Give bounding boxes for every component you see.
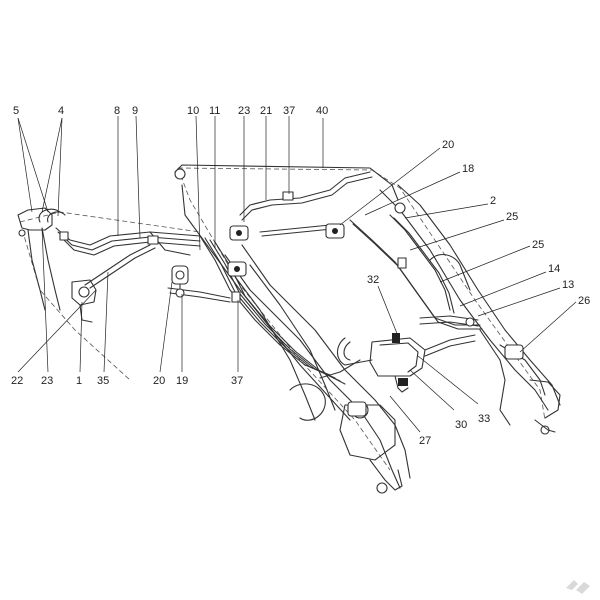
callout-23-top: 23: [238, 105, 250, 117]
callout-13: 13: [562, 279, 574, 291]
callout-32: 32: [367, 274, 379, 286]
callout-9: 9: [132, 105, 138, 117]
leader-lines: [17, 115, 577, 433]
callout-1: 1: [76, 375, 82, 387]
callout-14: 14: [548, 263, 560, 275]
fittings: [171, 168, 524, 417]
callout-37-bottom: 37: [231, 375, 243, 387]
callout-40: 40: [316, 105, 328, 117]
callout-20-bottom: 20: [153, 375, 165, 387]
control-valve-block: [319, 333, 476, 393]
callout-10: 10: [187, 105, 199, 117]
callout-8: 8: [114, 105, 120, 117]
callout-4: 4: [58, 105, 64, 117]
callout-11: 11: [209, 105, 220, 117]
callout-35: 35: [97, 375, 109, 387]
left-mount-assembly: [17, 207, 97, 323]
callout-2: 2: [490, 195, 496, 207]
callout-37-top: 37: [283, 105, 295, 117]
callout-26: 26: [578, 295, 590, 307]
callout-30: 30: [455, 419, 467, 431]
callout-5: 5: [13, 105, 19, 117]
right-boom-arm: [379, 184, 561, 435]
callout-20-right: 20: [442, 139, 454, 151]
callout-19: 19: [176, 375, 188, 387]
hydraulic-line-bundle-arm: [167, 235, 346, 385]
callout-33: 33: [478, 413, 490, 425]
callout-27: 27: [419, 435, 431, 447]
callout-25-a: 25: [506, 211, 518, 223]
callout-21: 21: [260, 105, 272, 117]
callout-22: 22: [11, 375, 23, 387]
hydraulic-line-bundle-left: [55, 227, 201, 289]
loader-frame: [19, 164, 546, 471]
watermark-logo-icon: [566, 580, 590, 594]
top-hydraulic-lines: [239, 171, 373, 237]
callout-labels: 5 4 8 9 10 11 23 21 37 40 20 18 2 25 25 …: [11, 105, 590, 447]
callout-25-b: 25: [532, 239, 544, 251]
callout-23-bottom: 23: [41, 375, 53, 387]
callout-18: 18: [462, 163, 474, 175]
